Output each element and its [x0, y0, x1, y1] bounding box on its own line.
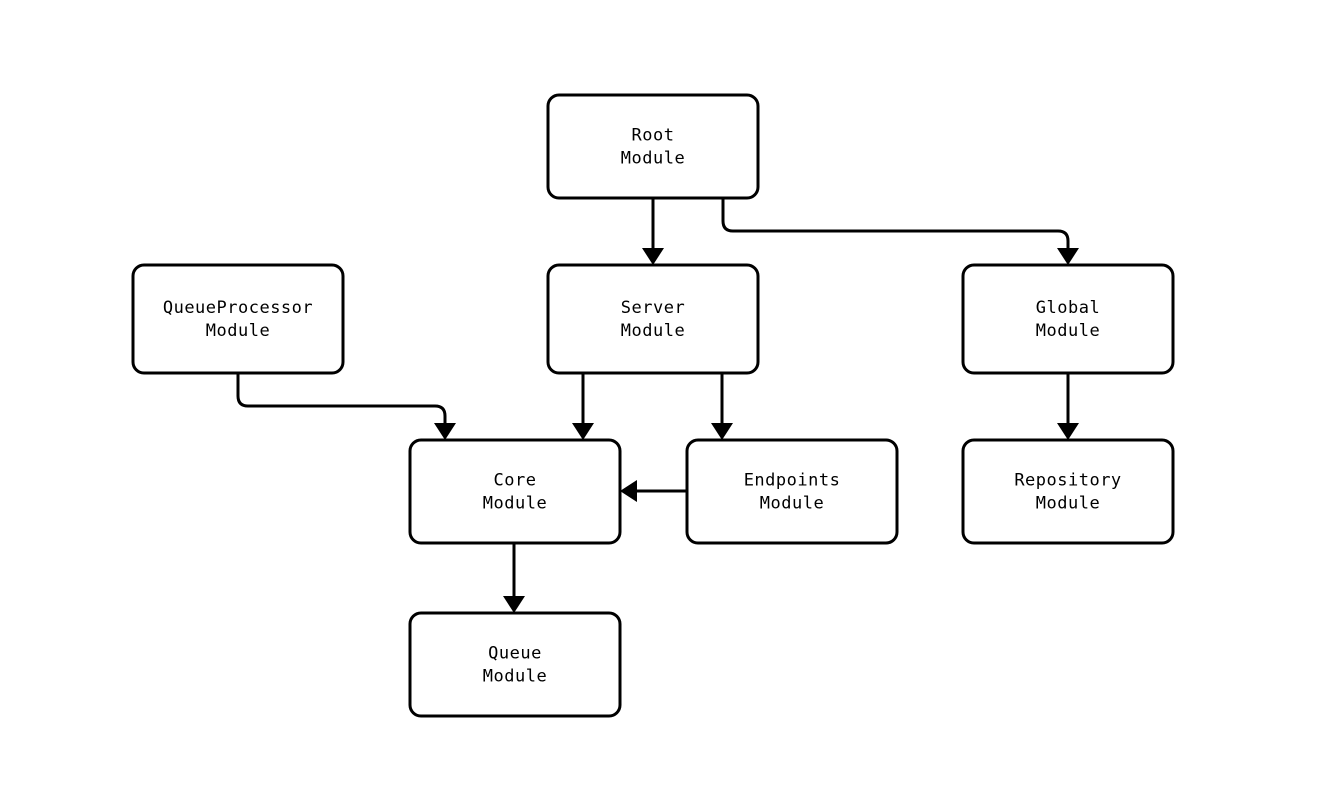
node-label-line1-server: Server [621, 298, 685, 318]
arrow-head-icon [1057, 248, 1079, 265]
node-label-line2-server: Module [621, 321, 685, 341]
arrow-head-icon [1057, 423, 1079, 440]
nodes-layer: RootModuleQueueProcessorModuleServerModu… [131, 93, 1175, 718]
node-label-line2-queueprocessor: Module [206, 321, 270, 341]
node-label-line1-endpoints: Endpoints [744, 471, 841, 491]
node-label-line1-repository: Repository [1014, 471, 1121, 491]
node-label-line2-root: Module [621, 149, 685, 169]
arrow-head-icon [711, 423, 733, 440]
edge-line [721, 198, 1070, 252]
arrow-head-icon [642, 248, 664, 265]
node-box-core[interactable] [408, 438, 622, 545]
node-box-queueprocessor[interactable] [131, 263, 345, 375]
edge-core-to-queue [503, 543, 525, 613]
node-label-line2-repository: Module [1036, 494, 1100, 514]
edge-server-to-endpoints [711, 373, 733, 440]
node-label-line1-root: Root [632, 126, 675, 146]
node-label-line1-core: Core [494, 471, 537, 491]
node-label-line1-global: Global [1036, 298, 1100, 318]
node-box-server[interactable] [546, 263, 760, 375]
edges-layer [236, 198, 1079, 613]
node-label-line2-global: Module [1036, 321, 1100, 341]
node-box-repository[interactable] [961, 438, 1175, 545]
edge-endpoints-to-core [620, 480, 687, 502]
node-label-line2-endpoints: Module [760, 494, 824, 514]
node-box-endpoints[interactable] [685, 438, 899, 545]
arrow-head-icon [503, 596, 525, 613]
edge-queueprocessor-to-core [236, 373, 456, 440]
node-label-line1-queue: Queue [488, 644, 542, 664]
arrow-head-icon [620, 480, 637, 502]
edge-root-to-server [642, 198, 664, 265]
edge-global-to-repository [1057, 373, 1079, 440]
node-label-line2-core: Module [483, 494, 547, 514]
node-box-queue[interactable] [408, 611, 622, 718]
edge-root-to-global [721, 198, 1079, 265]
edge-server-to-core [572, 373, 594, 440]
arrow-head-icon [434, 423, 456, 440]
node-box-root[interactable] [546, 93, 760, 200]
node-label-line2-queue: Module [483, 667, 547, 687]
arrow-head-icon [572, 423, 594, 440]
edge-line [236, 373, 447, 427]
node-label-line1-queueprocessor: QueueProcessor [163, 298, 313, 318]
node-box-global[interactable] [961, 263, 1175, 375]
